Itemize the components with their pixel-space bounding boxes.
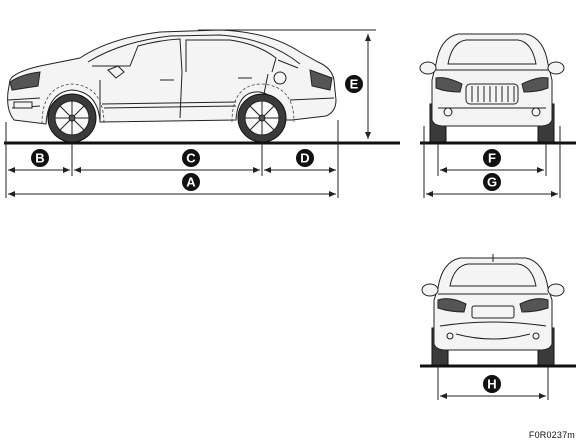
svg-text:D: D (300, 151, 309, 166)
rear-view-car (421, 254, 565, 367)
figure-code: F0R0237m (528, 430, 575, 440)
svg-text:A: A (186, 175, 196, 190)
dimension-h-badge: H (483, 375, 501, 393)
dimension-a-badge: A (182, 173, 200, 191)
side-view-car (7, 29, 337, 143)
dimension-b-badge: B (31, 149, 49, 167)
svg-text:B: B (35, 151, 44, 166)
svg-text:C: C (186, 151, 196, 166)
svg-text:G: G (487, 175, 497, 190)
dimension-c-badge: C (182, 149, 200, 167)
svg-text:F: F (488, 151, 496, 166)
svg-text:H: H (487, 377, 496, 392)
dimension-f-badge: F (483, 149, 501, 167)
dimension-d-badge: D (296, 149, 314, 167)
front-view-car (419, 33, 565, 143)
dimension-e-badge: E (345, 75, 363, 93)
svg-text:E: E (350, 77, 359, 92)
dimension-g-badge: G (483, 173, 501, 191)
